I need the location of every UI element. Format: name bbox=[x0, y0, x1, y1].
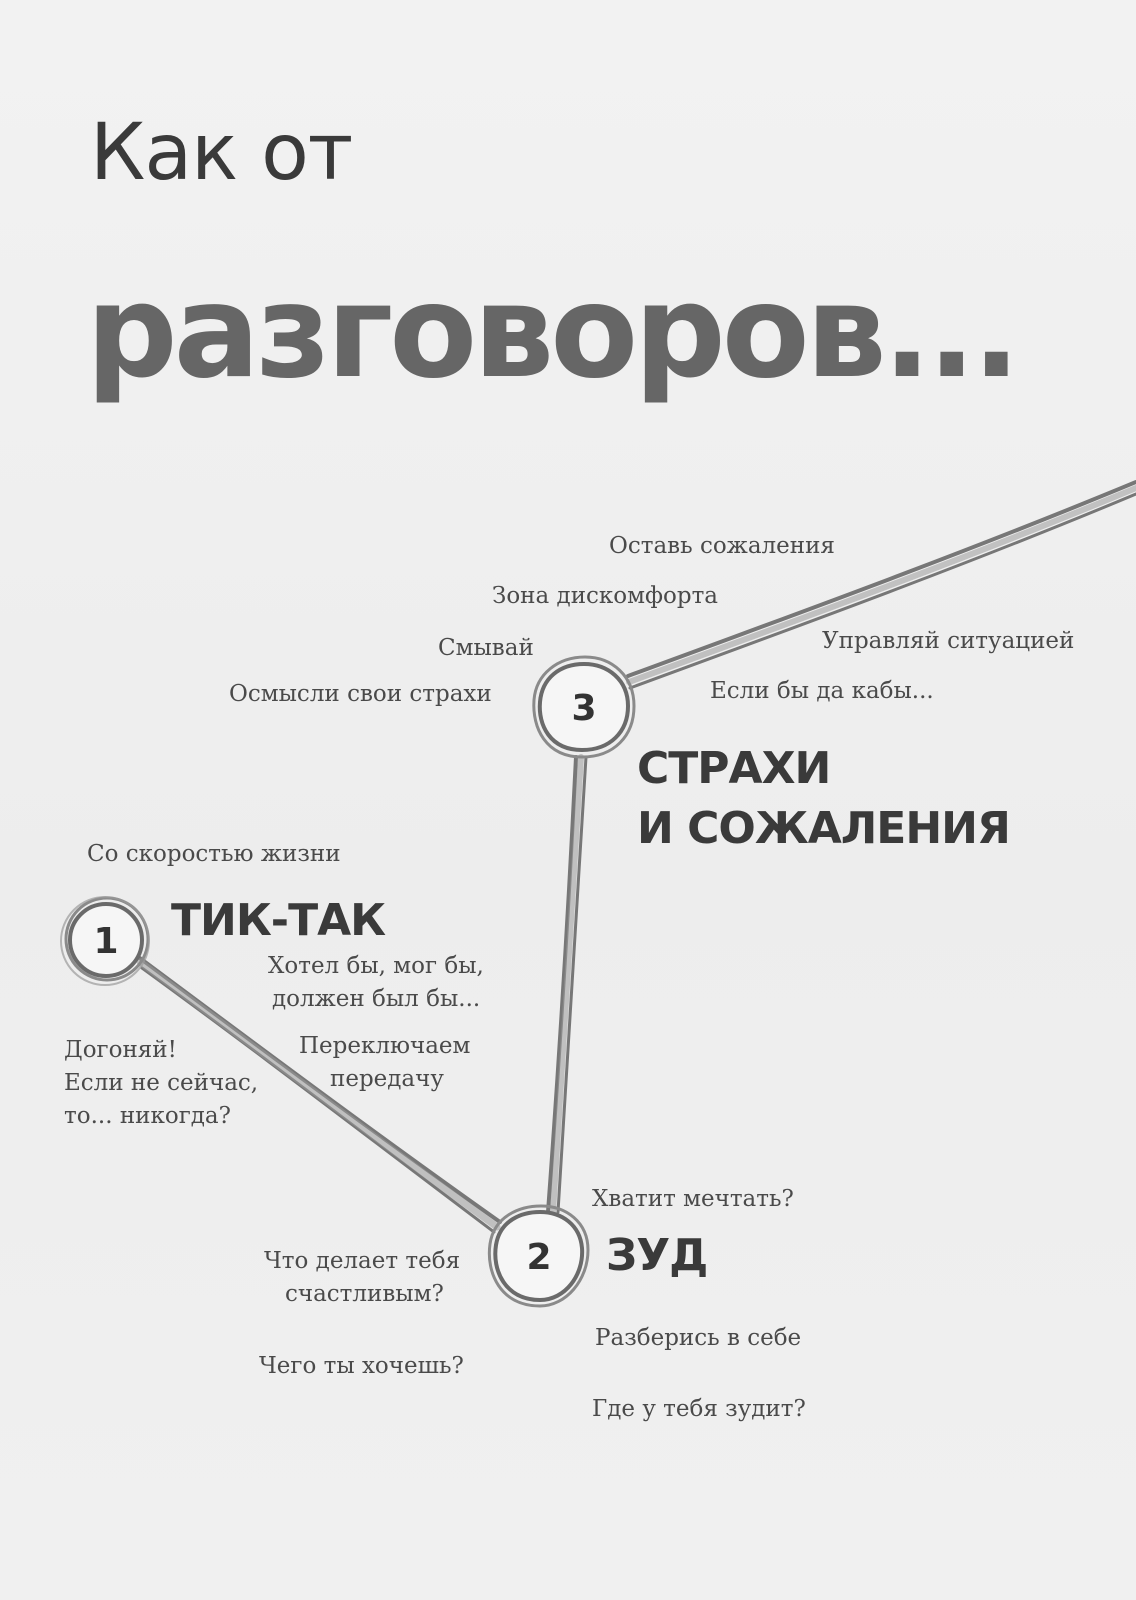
phrase-discomfort-zone: Зона дискомфорта bbox=[492, 583, 719, 609]
node-1-number: 1 bbox=[93, 921, 118, 962]
phrase-what-makes-happy-line-2: счастливым? bbox=[285, 1281, 444, 1307]
phrase-understand-yourself: Разберись в себе bbox=[595, 1325, 802, 1351]
title-line-1: Как от bbox=[90, 108, 353, 198]
phrase-what-do-you-want: Чего ты хочешь? bbox=[259, 1353, 464, 1379]
connector-3-exit bbox=[626, 480, 1136, 690]
phrase-catch-up-line-1: Догоняй! bbox=[64, 1037, 177, 1063]
phrase-would-could-line-1: Хотел бы, мог бы, bbox=[268, 953, 484, 979]
phrase-where-itches: Где у тебя зудит? bbox=[592, 1396, 806, 1422]
node-2: 2 bbox=[487, 1204, 590, 1308]
phrase-catch-up-line-3: то... никогда? bbox=[64, 1103, 231, 1129]
connector-1-2 bbox=[135, 954, 502, 1234]
phrase-leave-regrets: Оставь сожаления bbox=[609, 533, 835, 559]
title-line-2: разговоров... bbox=[86, 258, 1021, 407]
phrase-manage-situation: Управляй ситуацией bbox=[822, 628, 1075, 654]
connector-2-3 bbox=[546, 754, 588, 1215]
phrase-wash-off: Смывай bbox=[438, 635, 534, 661]
stage-1-title: ТИК-ТАК bbox=[171, 895, 386, 946]
phrase-understand-fears: Осмысли свои страхи bbox=[229, 681, 492, 707]
phrase-what-makes-happy-line-1: Что делает тебя bbox=[264, 1248, 461, 1274]
phrase-if-only: Если бы да кабы... bbox=[710, 678, 934, 704]
stage-3-title-line-2: И СОЖАЛЕНИЯ bbox=[637, 803, 1011, 854]
node-3-number: 3 bbox=[571, 688, 596, 729]
node-2-number: 2 bbox=[526, 1237, 551, 1278]
phrase-shift-gear-line-2: передачу bbox=[330, 1066, 444, 1092]
node-1: 1 bbox=[60, 896, 150, 986]
phrase-stop-dreaming: Хватит мечтать? bbox=[592, 1186, 794, 1212]
node-3: 3 bbox=[532, 655, 636, 759]
phrase-speed-of-life: Со скоростью жизни bbox=[87, 841, 341, 867]
phrase-catch-up-line-2: Если не сейчас, bbox=[64, 1070, 259, 1096]
phrase-would-could-line-2: должен был бы... bbox=[272, 986, 481, 1012]
stage-3-title-line-1: СТРАХИ bbox=[637, 743, 831, 794]
stage-2-title: ЗУД bbox=[606, 1230, 708, 1281]
phrase-shift-gear-line-1: Переключаем bbox=[299, 1033, 471, 1059]
